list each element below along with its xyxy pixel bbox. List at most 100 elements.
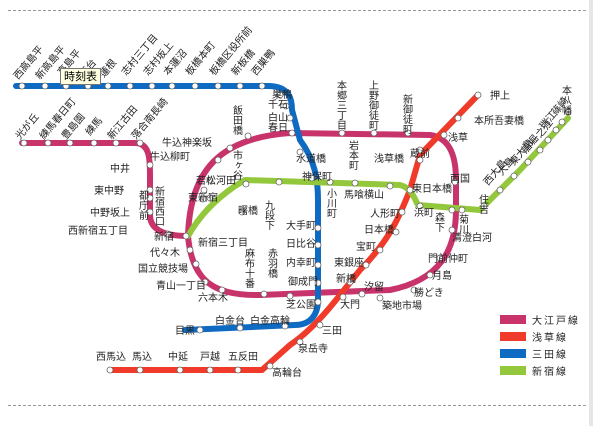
station-label-ushigomeyanagicho[interactable]: 牛込柳町 bbox=[150, 150, 190, 163]
station-marker-hasune[interactable] bbox=[104, 82, 112, 90]
station-label-sengoku[interactable]: 千石 bbox=[268, 99, 288, 111]
station-marker-wakamatsukawada[interactable] bbox=[206, 176, 214, 184]
station-marker-shinjuku[interactable] bbox=[182, 232, 190, 240]
station-marker-nishitakashimadaira[interactable] bbox=[18, 82, 26, 90]
station-marker-tochomae[interactable] bbox=[146, 194, 154, 202]
station-label-daimon[interactable]: 大門 bbox=[340, 298, 360, 311]
station-marker-hikarigaoka[interactable] bbox=[20, 139, 28, 147]
station-marker-nakanosakaue[interactable] bbox=[146, 208, 154, 216]
station-label-nishimagome[interactable]: 西馬込 bbox=[96, 351, 126, 363]
station-label-shirokanedai[interactable]: 白金台 bbox=[215, 314, 245, 327]
station-label-meguro[interactable]: 目黒 bbox=[175, 325, 195, 337]
station-marker-shinegota[interactable] bbox=[112, 139, 120, 147]
station-marker-takaracho[interactable] bbox=[376, 246, 384, 254]
station-label-ryogoku[interactable]: 両国 bbox=[450, 173, 470, 185]
station-marker-daimon[interactable] bbox=[339, 293, 347, 301]
station-label-roppongi[interactable]: 六本木 bbox=[198, 291, 228, 304]
station-marker-uenookachimachi[interactable] bbox=[370, 129, 378, 137]
station-marker-hakusan[interactable] bbox=[286, 114, 294, 122]
station-marker-kachidoki[interactable] bbox=[410, 286, 418, 294]
station-marker-shimurasakaue[interactable] bbox=[148, 82, 156, 90]
station-label-shiodome[interactable]: 汐留 bbox=[364, 280, 384, 293]
station-marker-kasuga[interactable] bbox=[288, 129, 296, 137]
station-label-kasuga[interactable]: 春日 bbox=[268, 122, 288, 134]
station-label-kokuritsukyogijo[interactable]: 国立競技場 bbox=[138, 262, 188, 275]
station-marker-shinokachimachi[interactable] bbox=[404, 129, 412, 137]
station-marker-nishisugamo[interactable] bbox=[258, 82, 266, 90]
station-label-hakusan[interactable]: 白山 bbox=[268, 111, 288, 124]
station-marker-kokuritsukyogijo[interactable] bbox=[192, 260, 200, 268]
station-marker-shintakashimadaira[interactable] bbox=[41, 82, 49, 90]
station-marker-yoyogi[interactable] bbox=[186, 246, 194, 254]
station-label-nishishinjukugochome[interactable]: 西新宿五丁目 bbox=[68, 224, 128, 237]
station-label-iwamotocho[interactable]: 岩本町 bbox=[347, 139, 359, 170]
station-label-iidabashi[interactable]: 飯田橋 bbox=[231, 104, 243, 136]
station-label-akabanebashi[interactable]: 赤羽橋 bbox=[266, 248, 278, 279]
station-marker-hamacho[interactable] bbox=[416, 202, 424, 210]
station-marker-motohasunuma[interactable] bbox=[168, 82, 176, 90]
station-label-onarimon[interactable]: 御成門 bbox=[288, 275, 318, 288]
station-marker-tsukishima[interactable] bbox=[426, 271, 434, 279]
station-label-suidobashi[interactable]: 水道橋 bbox=[296, 152, 326, 165]
station-marker-ningyocho[interactable] bbox=[398, 208, 406, 216]
station-label-takanawadai[interactable]: 高輪台 bbox=[272, 366, 302, 379]
station-label-higashinakano[interactable]: 東中野 bbox=[94, 184, 124, 197]
station-marker-monzennakacho[interactable] bbox=[436, 254, 444, 262]
station-marker-shirokanedai[interactable] bbox=[236, 324, 244, 332]
station-marker-onarimon[interactable] bbox=[314, 279, 322, 287]
station-marker-sengakuji[interactable] bbox=[296, 338, 304, 346]
station-marker-nihombashi[interactable] bbox=[392, 228, 400, 236]
station-marker-nerima[interactable] bbox=[90, 139, 98, 147]
station-marker-mita[interactable] bbox=[316, 321, 324, 329]
station-label-aoyamaitchome[interactable]: 青山一丁目 bbox=[156, 279, 206, 292]
station-label-ichigaya[interactable]: 市ヶ谷 bbox=[231, 149, 243, 181]
station-marker-honjoazumabashi[interactable] bbox=[454, 114, 462, 122]
station-marker-akabanebashi[interactable] bbox=[286, 292, 294, 300]
station-marker-shinjukunishiguchi[interactable] bbox=[200, 186, 208, 194]
station-marker-nakai[interactable] bbox=[146, 161, 154, 169]
station-label-nakai[interactable]: 中井 bbox=[110, 162, 130, 175]
station-marker-kudanshita[interactable] bbox=[275, 178, 283, 186]
station-label-uenookachimachi[interactable]: 上野御徒町 bbox=[367, 80, 379, 130]
station-marker-tsukijishijo[interactable] bbox=[376, 294, 384, 302]
oedo-line[interactable] bbox=[185, 130, 459, 299]
station-label-nakanosakaue[interactable]: 中野坂上 bbox=[90, 206, 130, 219]
station-label-kuramae[interactable]: 蔵前 bbox=[410, 147, 430, 160]
station-marker-asakusabashi[interactable] bbox=[416, 156, 424, 164]
station-label-funabashi_kikukawa[interactable]: 菊川 bbox=[457, 214, 469, 234]
station-marker-sugamo[interactable] bbox=[276, 91, 284, 99]
station-label-gotanda[interactable]: 五反田 bbox=[228, 351, 258, 363]
station-label-kudanshita[interactable]: 九段下 bbox=[263, 200, 275, 231]
station-marker-bakuroyokoyama[interactable] bbox=[386, 182, 394, 190]
station-marker-mizue[interactable] bbox=[552, 126, 560, 134]
station-label-ogawamachi[interactable]: 小川町 bbox=[325, 188, 337, 218]
station-label-shinjuku[interactable]: 新宿 bbox=[154, 230, 174, 243]
station-label-tochomae[interactable]: 都庁前 bbox=[137, 190, 149, 221]
station-marker-itabashihoncho[interactable] bbox=[191, 82, 199, 90]
station-label-nihombashi[interactable]: 日本橋 bbox=[364, 223, 394, 236]
station-label-shibakoen[interactable]: 芝公園 bbox=[286, 298, 316, 311]
station-marker-nishishinjukugochome[interactable] bbox=[164, 230, 172, 238]
station-marker-funabori[interactable] bbox=[536, 146, 544, 154]
station-label-hamacho[interactable]: 浜町 bbox=[414, 207, 434, 219]
station-marker-jimbocho[interactable] bbox=[308, 174, 316, 182]
station-marker-shirokaneTakanawa[interactable] bbox=[281, 322, 289, 330]
station-marker-ichinoe[interactable] bbox=[544, 136, 552, 144]
station-label-tsukijishijo[interactable]: 築地市場 bbox=[382, 299, 422, 312]
station-marker-magome[interactable] bbox=[136, 366, 144, 374]
station-marker-azabujuban[interactable] bbox=[260, 290, 268, 298]
station-label-morishita[interactable]: 森下 bbox=[433, 211, 445, 233]
station-marker-uchisaiwaicho[interactable] bbox=[314, 261, 322, 269]
station-label-tsukishima[interactable]: 月島 bbox=[432, 269, 452, 282]
scrollbar-track[interactable] bbox=[589, 0, 593, 426]
station-marker-togoshi[interactable] bbox=[206, 366, 214, 374]
station-marker-motoyawata[interactable] bbox=[564, 108, 572, 116]
station-label-kiyosumishirakawa[interactable]: 清澄白河 bbox=[452, 231, 492, 244]
station-label-magome[interactable]: 馬込 bbox=[132, 351, 152, 363]
station-marker-shinozaki[interactable] bbox=[558, 118, 566, 126]
station-marker-shimbashi[interactable] bbox=[346, 278, 354, 286]
station-label-otemachi[interactable]: 大手町 bbox=[286, 219, 316, 232]
station-marker-nishiojima[interactable] bbox=[496, 186, 504, 194]
station-label-shimbashi[interactable]: 新橋 bbox=[336, 272, 356, 285]
station-marker-gotanda[interactable] bbox=[234, 366, 242, 374]
